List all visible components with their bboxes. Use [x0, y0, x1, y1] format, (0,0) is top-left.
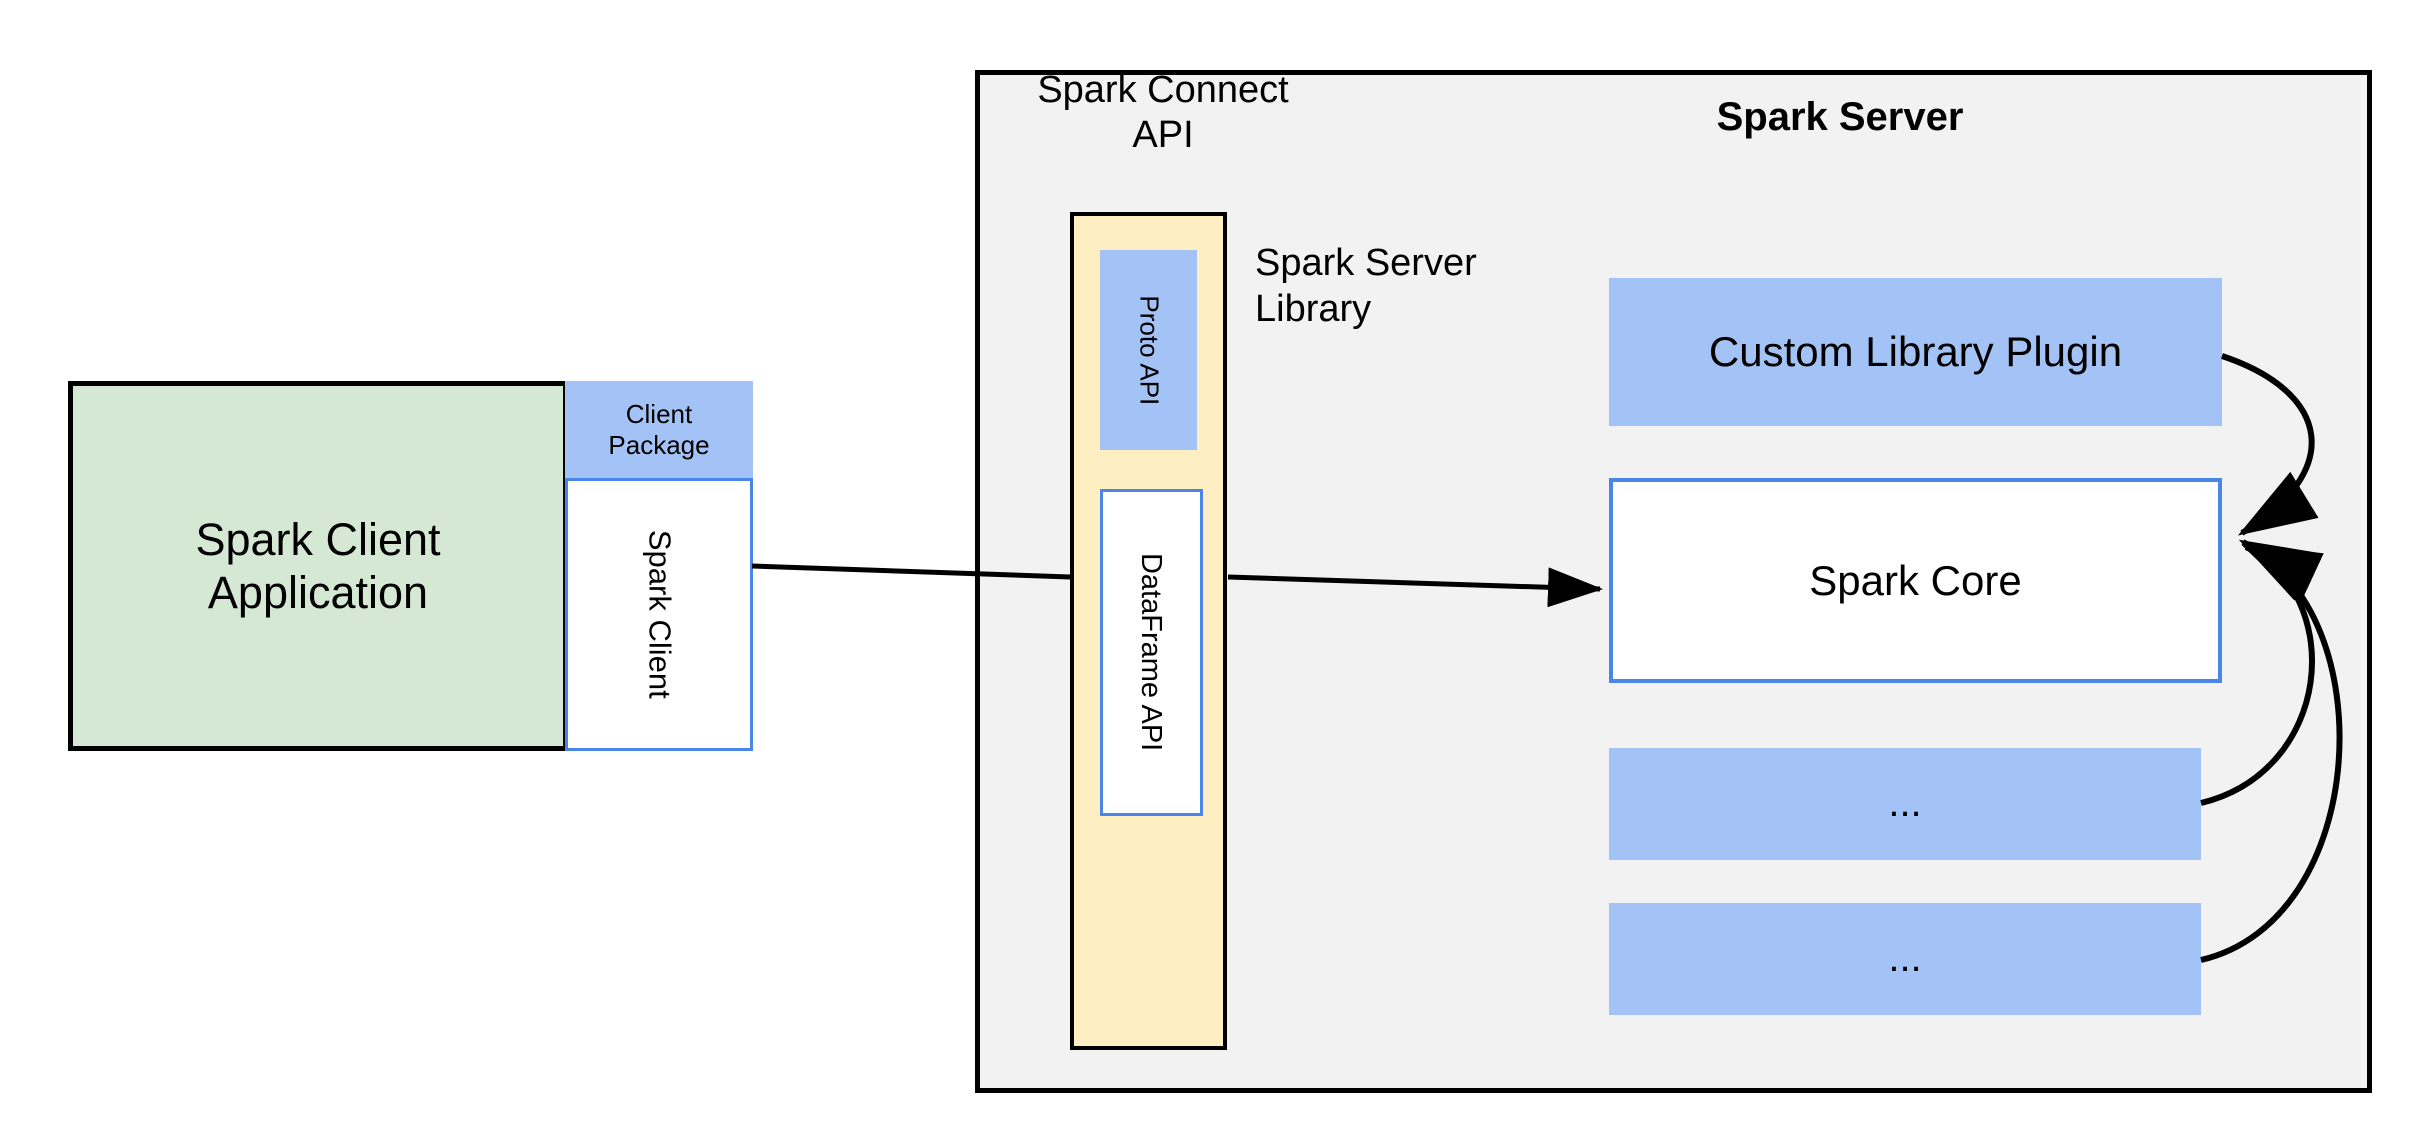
spark-client-application-label: Spark Client Application	[195, 513, 441, 618]
proto-api-label: Proto API	[1133, 295, 1164, 405]
spark-core-label: Spark Core	[1809, 556, 2022, 604]
ellipsis-box-2-label: ...	[1888, 936, 1922, 981]
spark-client-application-box[interactable]: Spark Client Application	[68, 381, 568, 751]
spark-core-box[interactable]: Spark Core	[1609, 478, 2222, 683]
custom-library-plugin-label: Custom Library Plugin	[1708, 328, 2123, 376]
dataframe-api-box[interactable]: DataFrame API	[1100, 489, 1203, 816]
client-package-box[interactable]: Client Package	[565, 381, 753, 478]
dataframe-api-label: DataFrame API	[1135, 553, 1168, 752]
client-package-label: Client Package	[608, 398, 710, 460]
ellipsis-box-1[interactable]: ...	[1609, 748, 2201, 860]
custom-library-plugin-box[interactable]: Custom Library Plugin	[1609, 278, 2222, 426]
spark-server-library-label: Spark Server Library	[1255, 242, 1477, 331]
proto-api-box[interactable]: Proto API	[1100, 250, 1197, 450]
spark-server-title: Spark Server	[1716, 95, 1964, 140]
ellipsis-box-1-label: ...	[1888, 781, 1922, 826]
spark-client-box[interactable]: Spark Client	[565, 478, 753, 751]
spark-client-label: Spark Client	[642, 530, 678, 699]
ellipsis-box-2[interactable]: ...	[1609, 903, 2201, 1015]
spark-connect-api-label: Spark Connect API	[1037, 69, 1289, 156]
